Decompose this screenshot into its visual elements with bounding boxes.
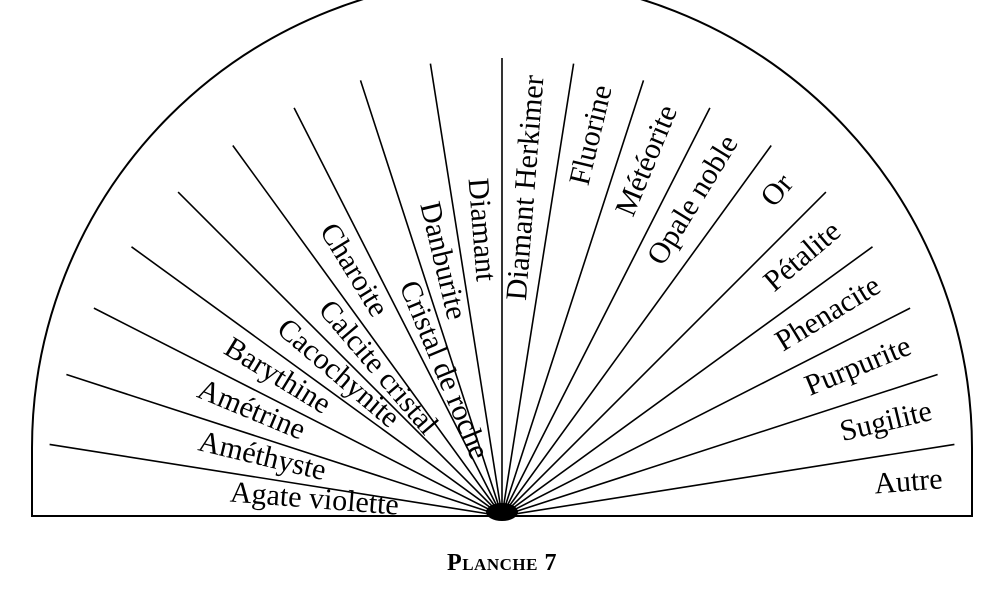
segment-divider [131,246,503,517]
segment-divider [359,80,503,517]
segment-divider [501,191,827,517]
segment-divider [501,145,772,517]
segment-divider [501,107,711,517]
segment-divider [293,107,503,517]
segment-divider [501,80,645,517]
segment-divider [66,373,503,517]
segment-divider [501,307,911,517]
segments-group [31,0,973,521]
segment-divider [49,443,503,517]
segment-divider [177,191,503,517]
segment-divider [501,443,955,517]
fan-hub [486,503,518,521]
segment-divider [429,63,503,517]
segment-divider [501,63,575,517]
segment-divider [501,246,873,517]
segment-label: Autre [873,462,944,500]
segment-divider [232,145,503,517]
segment-divider [93,307,503,517]
segment-divider [501,373,938,517]
segment-label: Diamant [462,177,503,283]
plate-caption: Planche 7 [447,550,557,576]
